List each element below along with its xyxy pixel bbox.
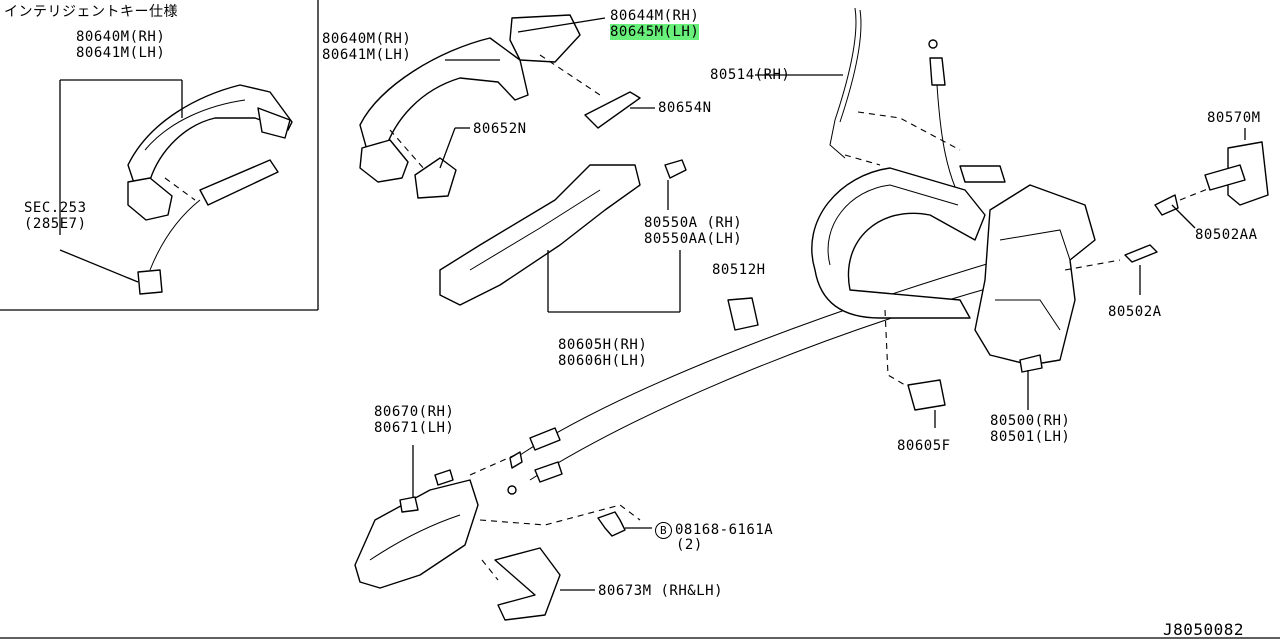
label-80605f: 80605F (897, 438, 951, 454)
label-80550a: 80550A (RH) (644, 215, 743, 231)
label-80641m-inset: 80641M(LH) (76, 45, 166, 61)
label-80640m-inset: 80640M(RH) (76, 29, 166, 45)
inset-handle-drawing (59, 79, 293, 295)
label-80644m: 80644M(RH) (610, 8, 700, 24)
outside-handle-drawing (359, 14, 687, 313)
label-bolt-qty: (2) (676, 537, 703, 553)
label-80605h: 80605H(RH) (558, 337, 648, 353)
diagram-id: J8050082 (1163, 620, 1245, 639)
label-80550aa: 80550AA(LH) (644, 231, 743, 247)
label-80606h: 80606H(LH) (558, 353, 648, 369)
striker-drawing (1124, 128, 1269, 295)
label-80502a: 80502A (1108, 304, 1162, 320)
inset-title: インテリジェントキー仕様 (4, 4, 178, 20)
door-frame-drawing (811, 167, 986, 319)
label-80641m: 80641M(LH) (322, 47, 412, 63)
label-80654n: 80654N (658, 100, 712, 116)
highlight-80645m: 80645M(LH) (610, 24, 700, 40)
label-80645m: 80645M(LH) (610, 24, 700, 40)
door-lock-drawing (974, 184, 1121, 410)
label-80670: 80670(RH) (374, 404, 455, 420)
inset-box (0, 0, 319, 311)
label-80500: 80500(RH) (990, 413, 1071, 429)
label-80570m: 80570M (1207, 110, 1261, 126)
label-80512h: 80512H (712, 262, 766, 278)
label-80502aa: 80502AA (1195, 227, 1258, 243)
circled-b-marker: B (655, 522, 672, 539)
label-80640m: 80640M(RH) (322, 31, 412, 47)
bolt-part-number: 08168-6161A (675, 522, 774, 538)
label-80501: 80501(LH) (990, 429, 1071, 445)
bolt-drawing (597, 511, 652, 537)
clip-drawings (727, 297, 946, 428)
inside-handle-drawing (354, 445, 641, 621)
label-80671: 80671(LH) (374, 420, 455, 436)
label-80673m: 80673M (RH&LH) (598, 583, 724, 599)
label-285e7: (285E7) (24, 216, 87, 232)
label-80652n: 80652N (473, 121, 527, 137)
label-80514: 80514(RH) (710, 67, 791, 83)
label-sec-253: SEC.253 (24, 200, 87, 216)
